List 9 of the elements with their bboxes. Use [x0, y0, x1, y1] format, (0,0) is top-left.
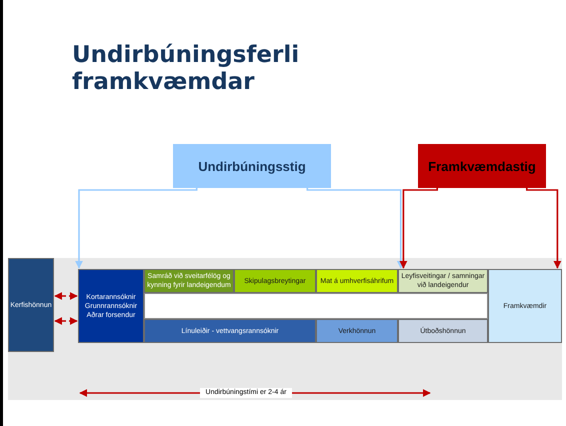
arrow — [526, 188, 562, 269]
stage-header-box: Undirbúningsstig — [173, 144, 331, 188]
arrow — [75, 188, 198, 269]
arrow — [306, 188, 405, 269]
title: Undirbúningsferli framkvæmdar — [72, 42, 300, 96]
arrow — [54, 292, 78, 300]
stage-header-box: Framkvæmdastig — [418, 144, 546, 188]
arrow — [399, 188, 438, 269]
arrow — [54, 317, 78, 325]
